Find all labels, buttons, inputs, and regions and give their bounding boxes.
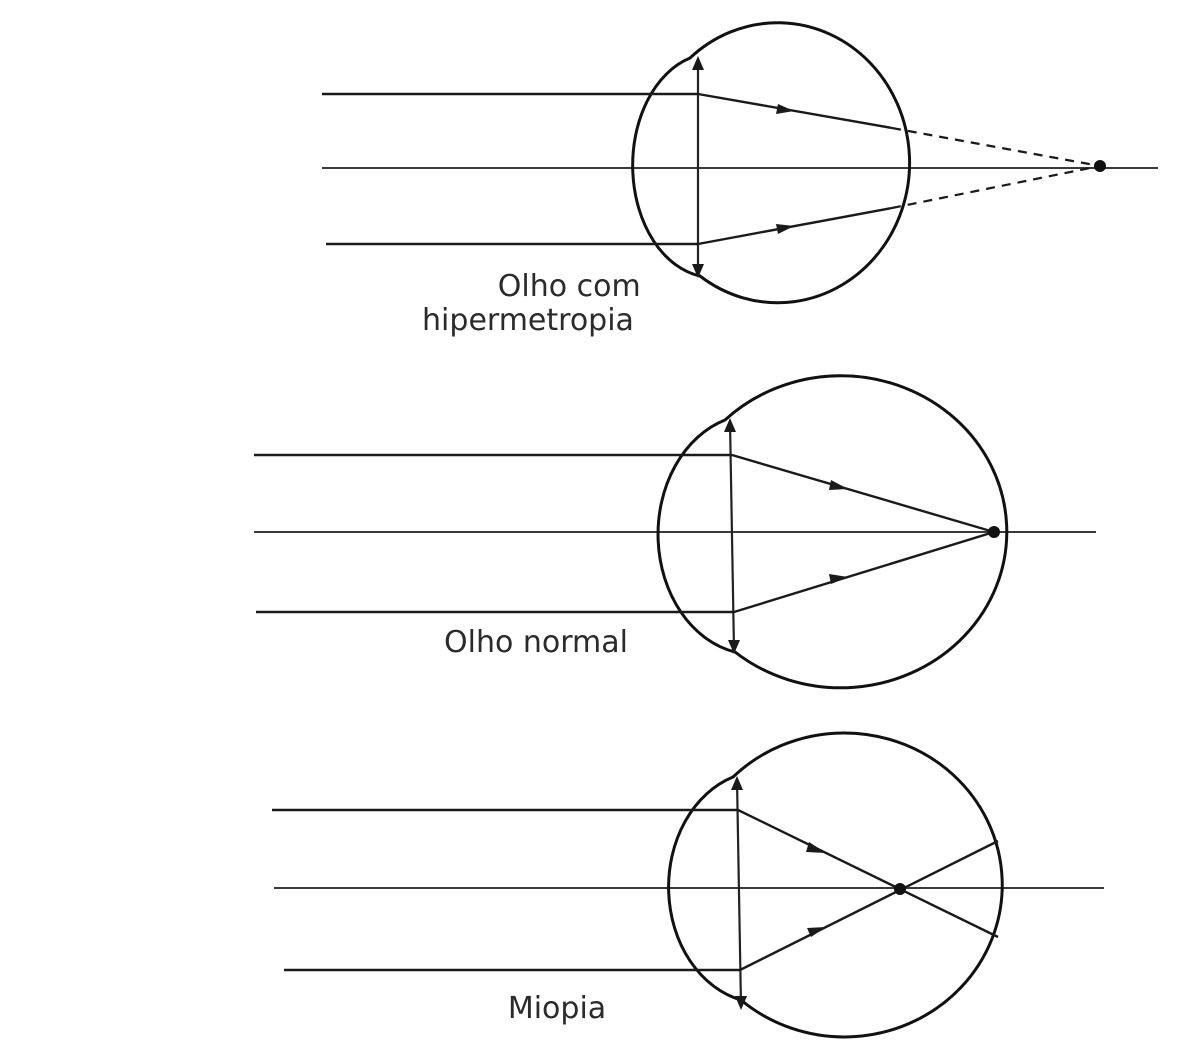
eyeball-outline <box>656 374 1009 690</box>
hyperopia-eye-diagram: Olho com hipermetropia <box>322 21 1158 338</box>
focal-point <box>988 526 1000 538</box>
lens <box>735 779 743 1007</box>
focal-point <box>894 883 906 895</box>
myopia-label-line-1: Miopia <box>508 991 606 1026</box>
myopia-eye-diagram: Miopia <box>272 731 1104 1039</box>
lens-bottom-arrow <box>728 640 740 654</box>
ray-arrow-bottom <box>829 574 848 584</box>
lens-top-arrow <box>731 776 743 790</box>
ray-arrow-top <box>829 480 848 490</box>
extrapolated-ray-top <box>891 126 1101 168</box>
ray-arrow-bottom <box>807 927 826 937</box>
normal-label: Olho normal <box>444 625 628 660</box>
extrapolated-ray-bottom <box>891 164 1101 210</box>
ray-arrow-top <box>776 104 794 114</box>
lens-bottom-arrow <box>692 264 704 278</box>
lens-bottom-arrow <box>735 996 747 1010</box>
hyperopia-label: Olho com hipermetropia <box>422 269 650 338</box>
ray-arrow-bottom <box>776 224 794 234</box>
refracted-ray-bottom <box>739 839 999 972</box>
eyeball-outline <box>631 21 912 305</box>
lens-top-arrow <box>724 418 736 432</box>
normal-label-line-1: Olho normal <box>444 625 628 660</box>
focal-point <box>1094 160 1106 172</box>
refracted-ray-top <box>737 808 999 939</box>
normal-eye-diagram: Olho normal <box>254 374 1096 690</box>
eyeball-outline <box>667 731 1004 1039</box>
refracted-ray-top <box>731 453 995 534</box>
lens-top-arrow <box>692 56 704 70</box>
hyperopia-label-line-1: Olho com <box>498 269 641 304</box>
refracted-ray-bottom <box>697 206 893 246</box>
refracted-ray-top <box>697 92 893 130</box>
myopia-label: Miopia <box>508 991 606 1026</box>
refracted-ray-bottom <box>733 530 995 614</box>
hyperopia-label-line-2: hipermetropia <box>422 303 634 338</box>
ray-arrow-top <box>806 842 826 853</box>
